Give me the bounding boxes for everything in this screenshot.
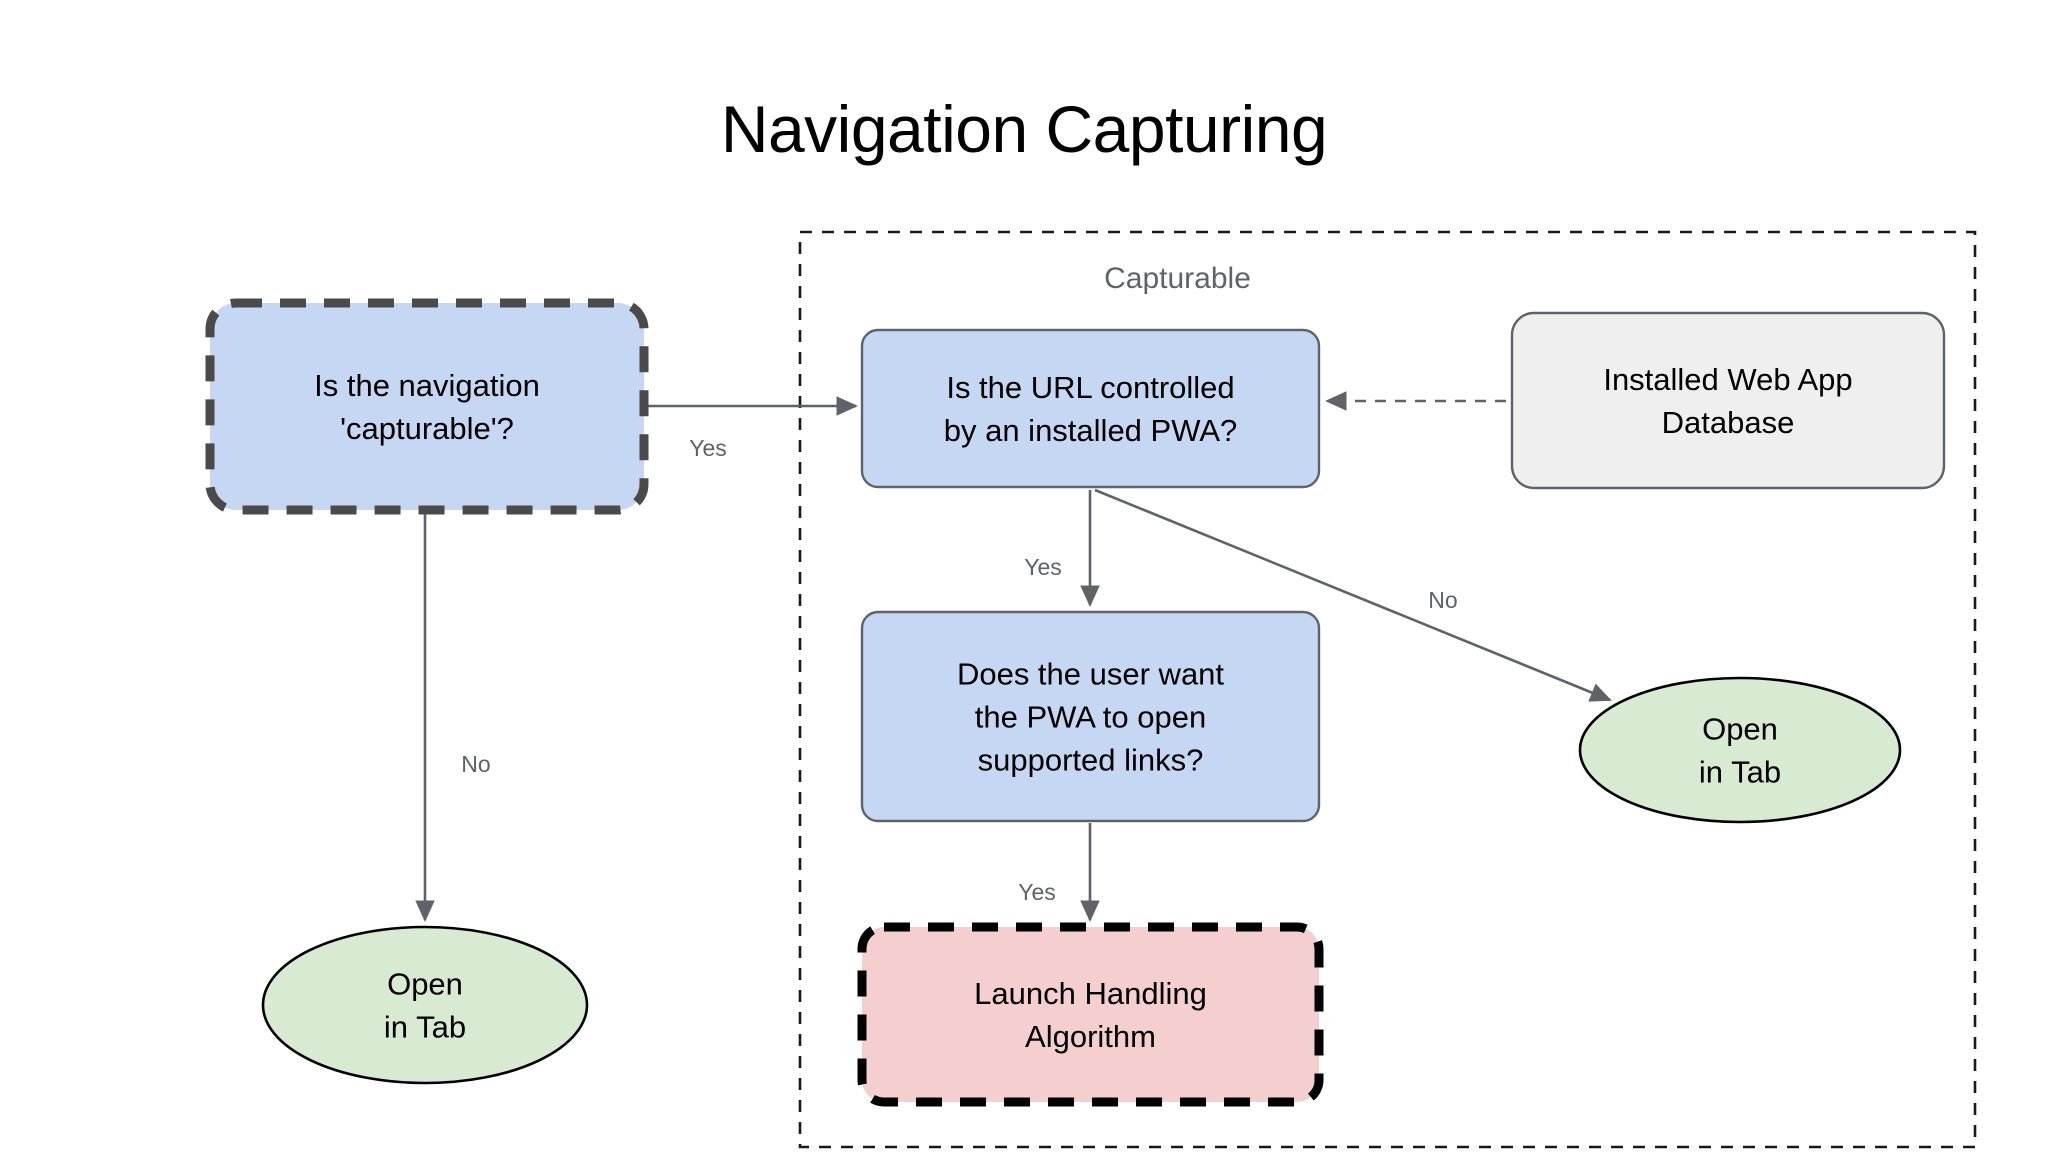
node-installed-web-app-database-line-1: Database [1662, 405, 1795, 440]
node-open-in-tab-left-line-0: Open [387, 967, 463, 1002]
node-is-url-controlled-by-pwa-line-0: Is the URL controlled [946, 370, 1234, 405]
capturable-group-label: Capturable [1104, 262, 1251, 295]
node-does-user-want-pwa-open-links-line-2: supported links? [978, 743, 1204, 778]
node-open-in-tab-right[interactable]: Open in Tab [1578, 676, 1902, 824]
node-is-url-controlled-by-pwa-line-1: by an installed PWA? [944, 413, 1238, 448]
edge-url-controlled-yes-label: Yes [1024, 554, 1062, 580]
node-does-user-want-pwa-open-links-line-1: the PWA to open [975, 700, 1207, 735]
node-open-in-tab-left[interactable]: Open in Tab [261, 925, 589, 1085]
node-installed-web-app-database-line-0: Installed Web App [1603, 362, 1852, 397]
page-title: Navigation Capturing [721, 92, 1327, 166]
capturable-group: Capturable [798, 230, 1977, 1149]
edge-layer [415, 391, 1612, 922]
node-installed-web-app-database-shape [1510, 311, 1946, 490]
node-launch-handling-algorithm-line-0: Launch Handling [974, 976, 1207, 1011]
node-open-in-tab-right-line-0: Open [1702, 712, 1778, 747]
node-is-navigation-capturable-shape [205, 298, 649, 515]
node-is-navigation-capturable-line-0: Is the navigation [314, 368, 540, 403]
node-is-url-controlled-by-pwa-shape [860, 328, 1321, 489]
node-open-in-tab-right-line-1: in Tab [1699, 755, 1781, 790]
edge-capturable-no-label: No [461, 751, 490, 777]
node-does-user-want-pwa-open-links-shape [860, 610, 1321, 823]
node-is-navigation-capturable-line-1: 'capturable'? [340, 411, 514, 446]
edge-url-controlled-no [1094, 488, 1612, 702]
node-open-in-tab-left-line-1: in Tab [384, 1010, 466, 1045]
node-does-user-want-pwa-open-links-line-0: Does the user want [957, 657, 1224, 692]
edge-capturable-yes-label: Yes [689, 435, 727, 461]
node-does-user-want-pwa-open-links[interactable]: Does the user want the PWA to open support… [860, 610, 1321, 823]
node-is-url-controlled-by-pwa[interactable]: Is the URL controlled by an installed PWA… [860, 328, 1321, 489]
capturable-frame [798, 230, 1977, 1149]
node-layer: Is the navigation 'capturable'? Is the URL… [205, 298, 1946, 1107]
edge-url-controlled-no-label: No [1428, 587, 1457, 613]
edge-user-want-yes-label: Yes [1018, 879, 1056, 905]
node-open-in-tab-right-shape [1578, 676, 1902, 824]
node-launch-handling-algorithm-shape [857, 922, 1324, 1107]
node-open-in-tab-left-shape [261, 925, 589, 1085]
node-is-navigation-capturable[interactable]: Is the navigation 'capturable'? [205, 298, 649, 515]
node-launch-handling-algorithm-line-1: Algorithm [1025, 1019, 1156, 1054]
